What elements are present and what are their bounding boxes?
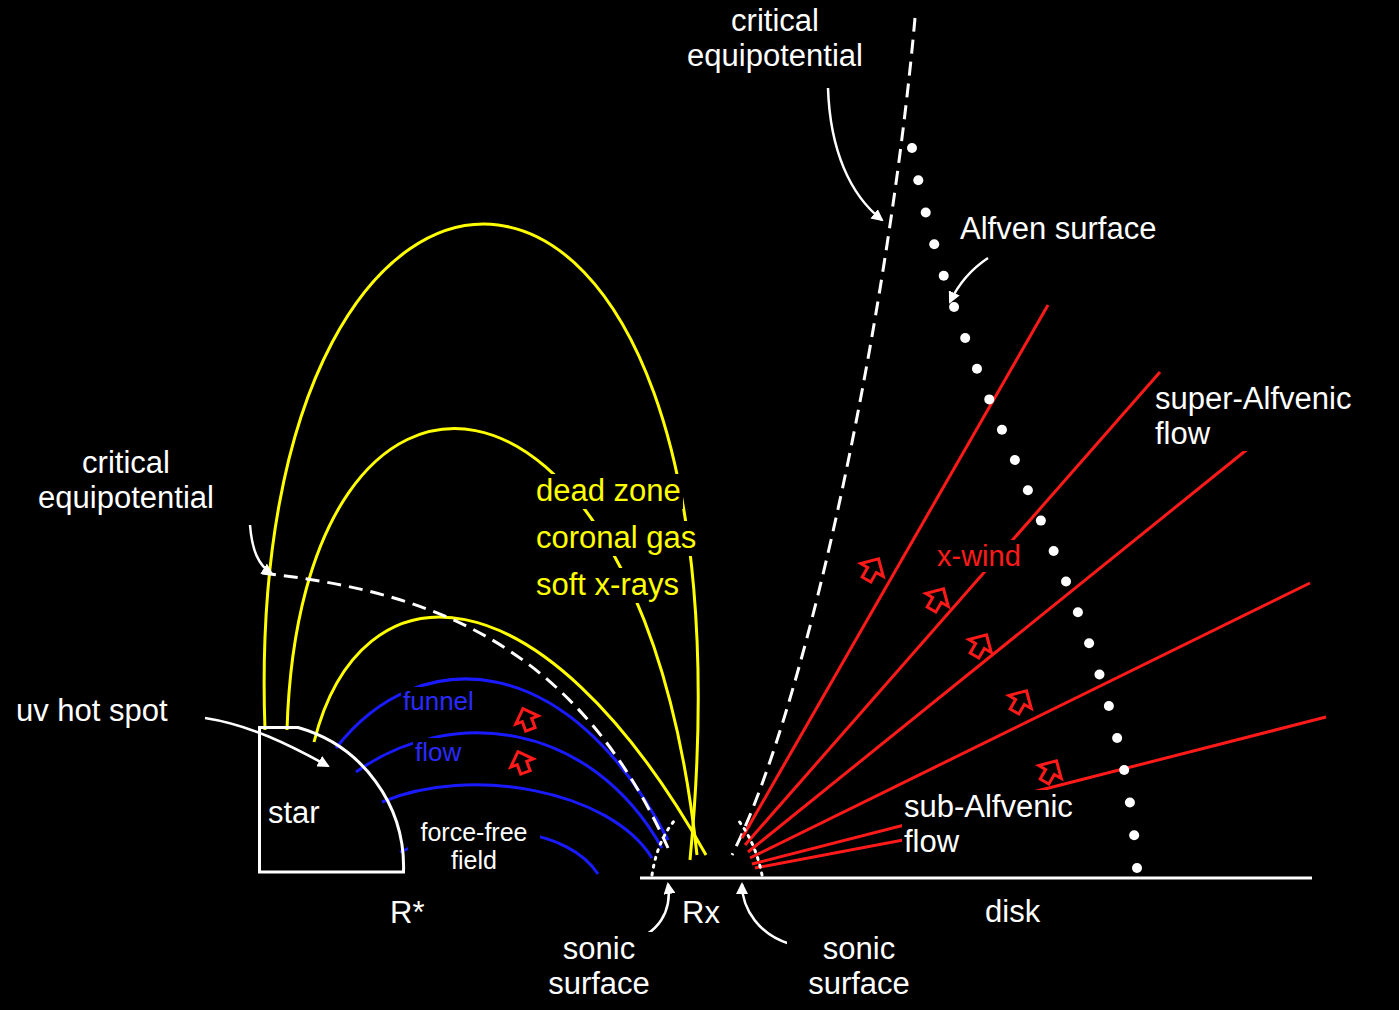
callout-label: uv hot spot	[14, 694, 170, 729]
alfven-dot	[1061, 576, 1071, 586]
alfven-dot	[939, 271, 949, 281]
alfven-dot	[913, 175, 923, 185]
flow-label: super-Alfvenic flow	[1153, 382, 1395, 451]
disk-label: disk	[983, 895, 1042, 930]
region-label: dead zone	[534, 474, 683, 509]
wind-label: x-wind	[935, 540, 1023, 572]
alfven-surface-dots	[907, 143, 1142, 873]
alfven-dot	[1119, 765, 1129, 775]
alfven-dot	[1023, 485, 1033, 495]
surface-label: sonic surface	[787, 932, 931, 1001]
alfven-dot	[960, 333, 970, 343]
alfven-dot	[1084, 638, 1094, 648]
alfven-dot	[1036, 516, 1046, 526]
alfven-dot	[997, 425, 1007, 435]
radius-label: Rx	[680, 896, 722, 931]
alfven-dot	[1104, 701, 1114, 711]
disk-plane	[640, 877, 1312, 880]
radius-label: R*	[388, 896, 426, 931]
critical-equipotential-line	[262, 18, 915, 855]
alfven-dot	[1094, 669, 1104, 679]
star-outline-path	[260, 728, 404, 873]
flow-label: funnel	[401, 687, 476, 716]
alfven-dot	[1129, 830, 1139, 840]
funnel-field-lines	[336, 679, 668, 874]
star-label: star	[268, 796, 320, 830]
alfven-dot	[984, 394, 994, 404]
alfven-dot	[1010, 455, 1020, 465]
alfven-dot	[1132, 863, 1142, 873]
surface-label: Alfven surface	[958, 212, 1158, 247]
alfven-dot	[1049, 546, 1059, 556]
line-label: critical equipotential	[8, 446, 244, 515]
star-shape: star	[258, 726, 405, 872]
field-label: force-free field	[408, 818, 540, 874]
region-label: soft x-rays	[534, 568, 681, 603]
line-label: critical equipotential	[657, 4, 893, 73]
alfven-dot	[1073, 607, 1083, 617]
alfven-dot	[929, 239, 939, 249]
sonic-surface-line	[652, 820, 762, 875]
alfven-dot	[972, 364, 982, 374]
alfven-dot	[1112, 733, 1122, 743]
closed-field-loops	[264, 224, 706, 860]
alfven-dot	[921, 207, 931, 217]
leader-arrow	[205, 88, 988, 944]
alfven-dot	[1125, 798, 1135, 808]
flow-label: flow	[413, 738, 463, 767]
alfven-dot	[907, 143, 917, 153]
region-label: coronal gas	[534, 521, 698, 556]
flow-label: sub-Alfvenic flow	[902, 790, 1116, 859]
alfven-dot	[949, 302, 959, 312]
surface-label: sonic surface	[527, 932, 671, 1001]
